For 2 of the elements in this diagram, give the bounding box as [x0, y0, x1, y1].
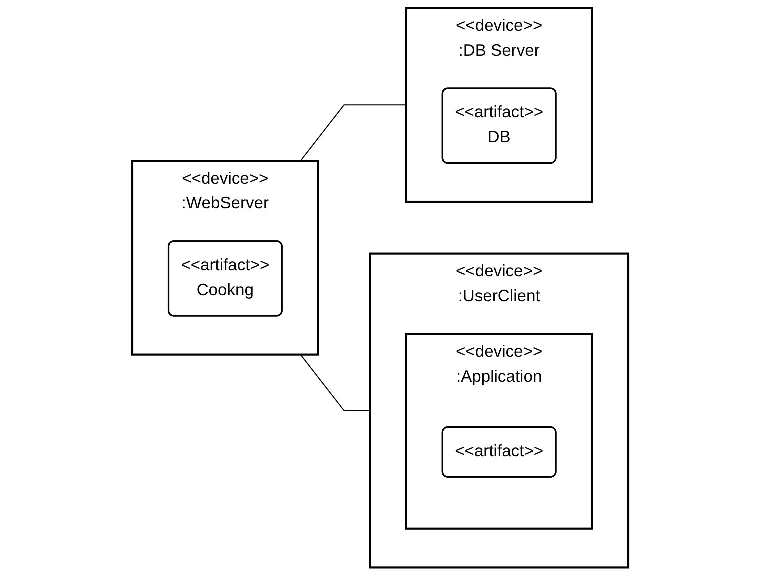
connector: [300, 354, 370, 412]
connector: [300, 104, 406, 162]
